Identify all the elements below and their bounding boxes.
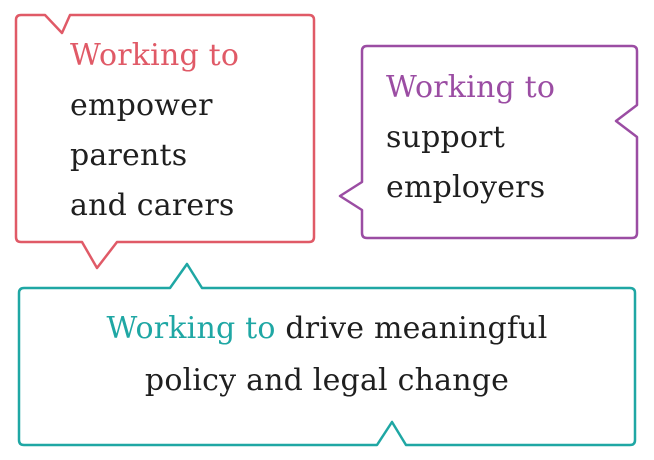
right-speech-bubble <box>338 44 639 240</box>
right-bubble-heading: Working to <box>386 70 556 105</box>
right-bubble-text: Working to support employers <box>386 63 555 213</box>
left-bubble-text: Working to empower parents and carers <box>70 31 239 231</box>
bottom-speech-bubble <box>17 262 637 447</box>
bottom-bubble-heading: Working to <box>106 311 276 346</box>
left-bubble-line-2: parents <box>70 138 188 173</box>
bottom-bubble-line-1-rest: drive meaningful <box>275 311 548 346</box>
left-bubble-heading: Working to <box>70 38 240 73</box>
right-bubble-line-1: support <box>386 120 505 155</box>
bottom-bubble-text: Working to drive meaningful policy and l… <box>20 303 634 407</box>
left-speech-bubble <box>14 13 316 270</box>
left-bubble-line-1: empower <box>70 88 213 123</box>
left-bubble-line-3: and carers <box>70 188 235 223</box>
bottom-bubble-line-2: policy and legal change <box>144 363 510 398</box>
bottom-bubble-line-1: Working to drive meaningful <box>20 303 634 355</box>
right-bubble-line-2: employers <box>386 170 546 205</box>
